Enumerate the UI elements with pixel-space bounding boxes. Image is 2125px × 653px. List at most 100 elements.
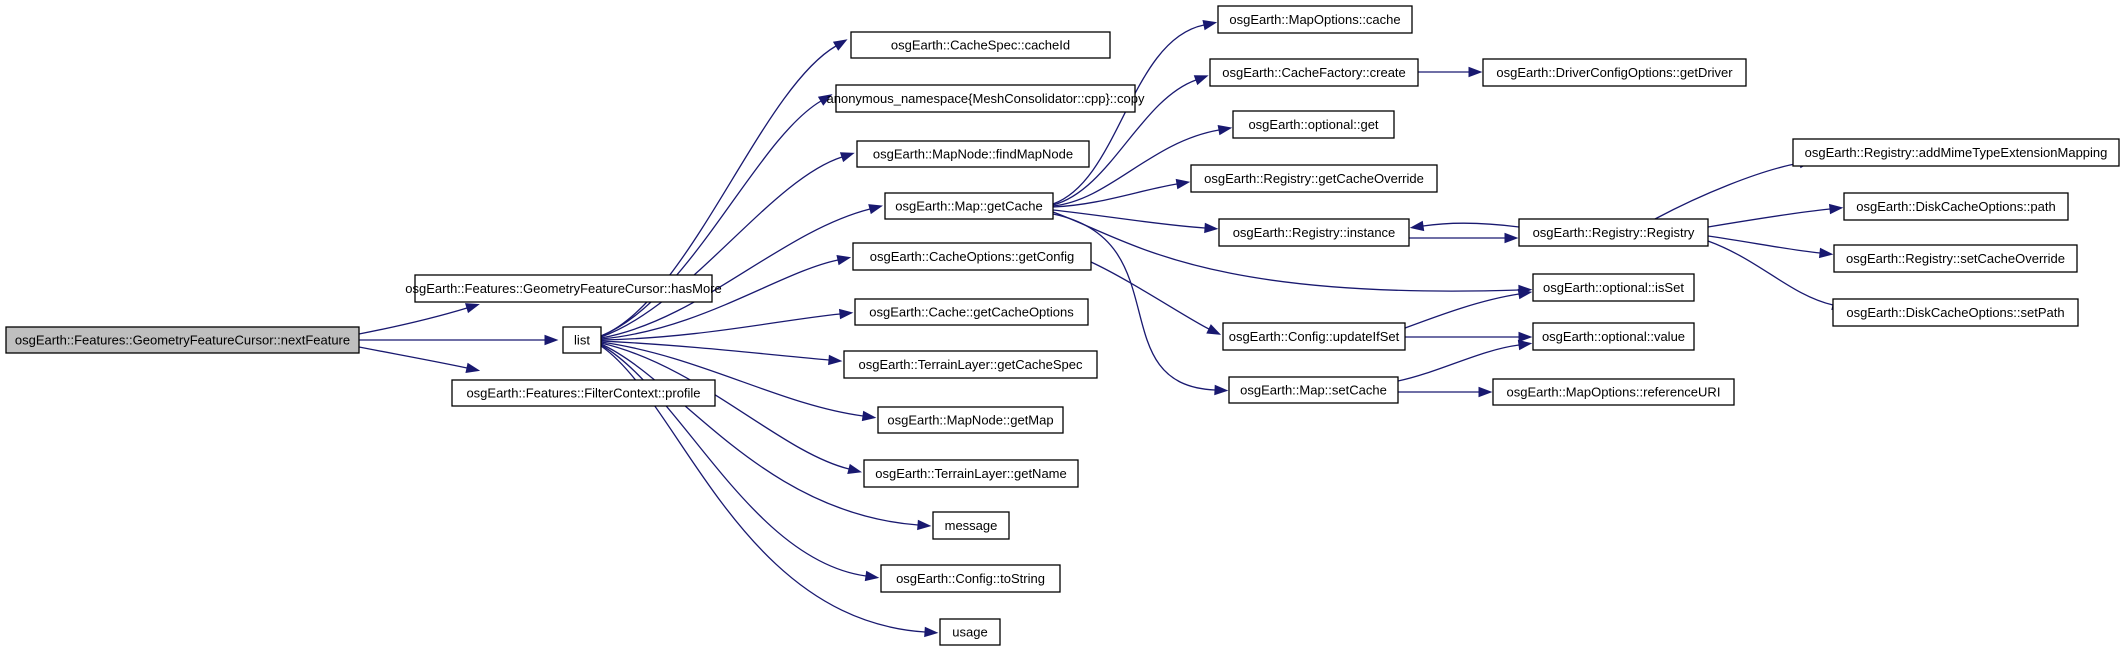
edge-list-to-getCacheOptions <box>600 308 854 341</box>
node-box[interactable] <box>856 140 1090 168</box>
node-box[interactable] <box>414 274 713 303</box>
node-box[interactable] <box>451 379 716 407</box>
node-list[interactable]: list <box>562 326 602 354</box>
node-profile[interactable]: osgEarth::Features::FilterContext::profi… <box>451 379 716 407</box>
node-toString[interactable]: osgEarth::Config::toString <box>880 564 1061 593</box>
edge-cfCreate-to-getDriver <box>1418 66 1483 78</box>
edge-line <box>600 340 830 361</box>
edge-line <box>1090 261 1210 330</box>
node-label: osgEarth::MapNode::findMapNode <box>873 147 1073 162</box>
node-referenceURI[interactable]: osgEarth::MapOptions::referenceURI <box>1492 378 1735 406</box>
node-label: osgEarth::optional::get <box>1248 117 1378 132</box>
node-updateIfSet[interactable]: osgEarth::Config::updateIfSet <box>1222 322 1406 351</box>
node-box[interactable] <box>854 298 1089 326</box>
node-box[interactable] <box>884 192 1054 220</box>
node-isSet[interactable]: osgEarth::optional::isSet <box>1532 273 1695 302</box>
node-box[interactable] <box>1532 273 1695 302</box>
node-label: osgEarth::Registry::setCacheOverride <box>1846 251 2065 266</box>
edge-list-to-copy <box>600 94 833 337</box>
node-box[interactable] <box>835 84 1136 113</box>
node-setCacheOverride[interactable]: osgEarth::Registry::setCacheOverride <box>1833 244 2078 273</box>
node-getCacheSpec[interactable]: osgEarth::TerrainLayer::getCacheSpec <box>843 350 1098 379</box>
node-box[interactable] <box>1492 378 1735 406</box>
node-box[interactable] <box>850 31 1111 59</box>
edge-list-to-getCache <box>600 204 883 339</box>
edge-setCache-to-optValue <box>1397 339 1533 382</box>
arrowhead-icon <box>1206 324 1222 335</box>
edge-line <box>600 344 867 577</box>
node-instance[interactable]: osgEarth::Registry::instance <box>1218 218 1410 247</box>
arrowhead-icon <box>1517 339 1533 351</box>
node-mapOptCache[interactable]: osgEarth::MapOptions::cache <box>1217 5 1413 34</box>
node-box[interactable] <box>843 350 1098 379</box>
node-optValue[interactable]: osgEarth::optional::value <box>1532 322 1695 351</box>
node-box[interactable] <box>5 326 360 354</box>
node-box[interactable] <box>863 459 1079 488</box>
node-findMapNode[interactable]: osgEarth::MapNode::findMapNode <box>856 140 1090 168</box>
node-box[interactable] <box>1222 322 1406 351</box>
node-label: osgEarth::CacheSpec::cacheId <box>891 38 1070 53</box>
node-cacheId[interactable]: osgEarth::CacheSpec::cacheId <box>850 31 1111 59</box>
node-usage[interactable]: usage <box>939 618 1001 646</box>
node-getCache[interactable]: osgEarth::Map::getCache <box>884 192 1054 220</box>
arrowhead-icon <box>917 519 932 531</box>
node-box[interactable] <box>1518 218 1709 247</box>
edge-nextFeature-to-hasMore <box>358 303 480 335</box>
edge-registry-to-instance <box>1409 220 1520 232</box>
node-label: osgEarth::Features::FilterContext::profi… <box>466 386 700 401</box>
edge-list-to-message <box>600 343 932 531</box>
edge-list-to-cacheId <box>600 39 848 337</box>
node-hasMore[interactable]: osgEarth::Features::GeometryFeatureCurso… <box>405 274 722 303</box>
edge-list-to-getMap <box>600 341 877 422</box>
node-getCacheOverride[interactable]: osgEarth::Registry::getCacheOverride <box>1190 164 1438 193</box>
node-optGet[interactable]: osgEarth::optional::get <box>1232 110 1395 139</box>
node-addMime[interactable]: osgEarth::Registry::addMimeTypeExtension… <box>1792 138 2120 167</box>
node-setPath[interactable]: osgEarth::DiskCacheOptions::setPath <box>1832 298 2079 327</box>
edge-line <box>1052 79 1197 206</box>
node-getCacheOptions[interactable]: osgEarth::Cache::getCacheOptions <box>854 298 1089 326</box>
node-getName[interactable]: osgEarth::TerrainLayer::getName <box>863 459 1079 488</box>
arrowhead-icon <box>828 354 843 366</box>
node-box[interactable] <box>1232 110 1395 139</box>
node-label: osgEarth::TerrainLayer::getCacheSpec <box>858 357 1083 372</box>
edge-line <box>1052 129 1220 207</box>
arrowhead-icon <box>924 626 939 638</box>
node-box[interactable] <box>562 326 602 354</box>
node-box[interactable] <box>1209 58 1419 87</box>
node-cfCreate[interactable]: osgEarth::CacheFactory::create <box>1209 58 1419 87</box>
arrowhead-icon <box>838 308 854 320</box>
node-registry[interactable]: osgEarth::Registry::Registry <box>1518 218 1709 247</box>
node-box[interactable] <box>852 242 1092 271</box>
node-box[interactable] <box>1218 218 1410 247</box>
edge-nextFeature-to-profile <box>358 346 481 374</box>
node-nextFeature[interactable]: osgEarth::Features::GeometryFeatureCurso… <box>5 326 360 354</box>
node-copy[interactable]: anonymous_namespace{MeshConsolidator::cp… <box>827 84 1145 113</box>
node-box[interactable] <box>1833 244 2078 273</box>
node-box[interactable] <box>1532 322 1695 351</box>
node-box[interactable] <box>1843 192 2069 221</box>
node-message[interactable]: message <box>932 511 1010 540</box>
node-getConfig[interactable]: osgEarth::CacheOptions::getConfig <box>852 242 1092 271</box>
node-getDriver[interactable]: osgEarth::DriverConfigOptions::getDriver <box>1482 58 1747 87</box>
arrowhead-icon <box>1518 331 1533 343</box>
node-box[interactable] <box>1792 138 2120 167</box>
node-getMap[interactable]: osgEarth::MapNode::getMap <box>877 406 1064 434</box>
edge-line <box>600 45 837 337</box>
edge-line <box>600 208 871 339</box>
node-box[interactable] <box>939 618 1001 646</box>
node-box[interactable] <box>877 406 1064 434</box>
node-box[interactable] <box>880 564 1061 593</box>
arrowhead-icon <box>1214 384 1229 396</box>
node-box[interactable] <box>1217 5 1413 34</box>
node-box[interactable] <box>1832 298 2079 327</box>
node-setCache[interactable]: osgEarth::Map::setCache <box>1228 376 1399 404</box>
edge-registry-to-dcoPath <box>1707 203 1844 228</box>
arrowhead-icon <box>1175 178 1191 190</box>
node-dcoPath[interactable]: osgEarth::DiskCacheOptions::path <box>1843 192 2069 221</box>
node-box[interactable] <box>1482 58 1747 87</box>
node-box[interactable] <box>1190 164 1438 193</box>
node-box[interactable] <box>932 511 1010 540</box>
node-label: osgEarth::Map::setCache <box>1240 383 1387 398</box>
node-box[interactable] <box>1228 376 1399 404</box>
arrowhead-icon <box>847 463 863 474</box>
